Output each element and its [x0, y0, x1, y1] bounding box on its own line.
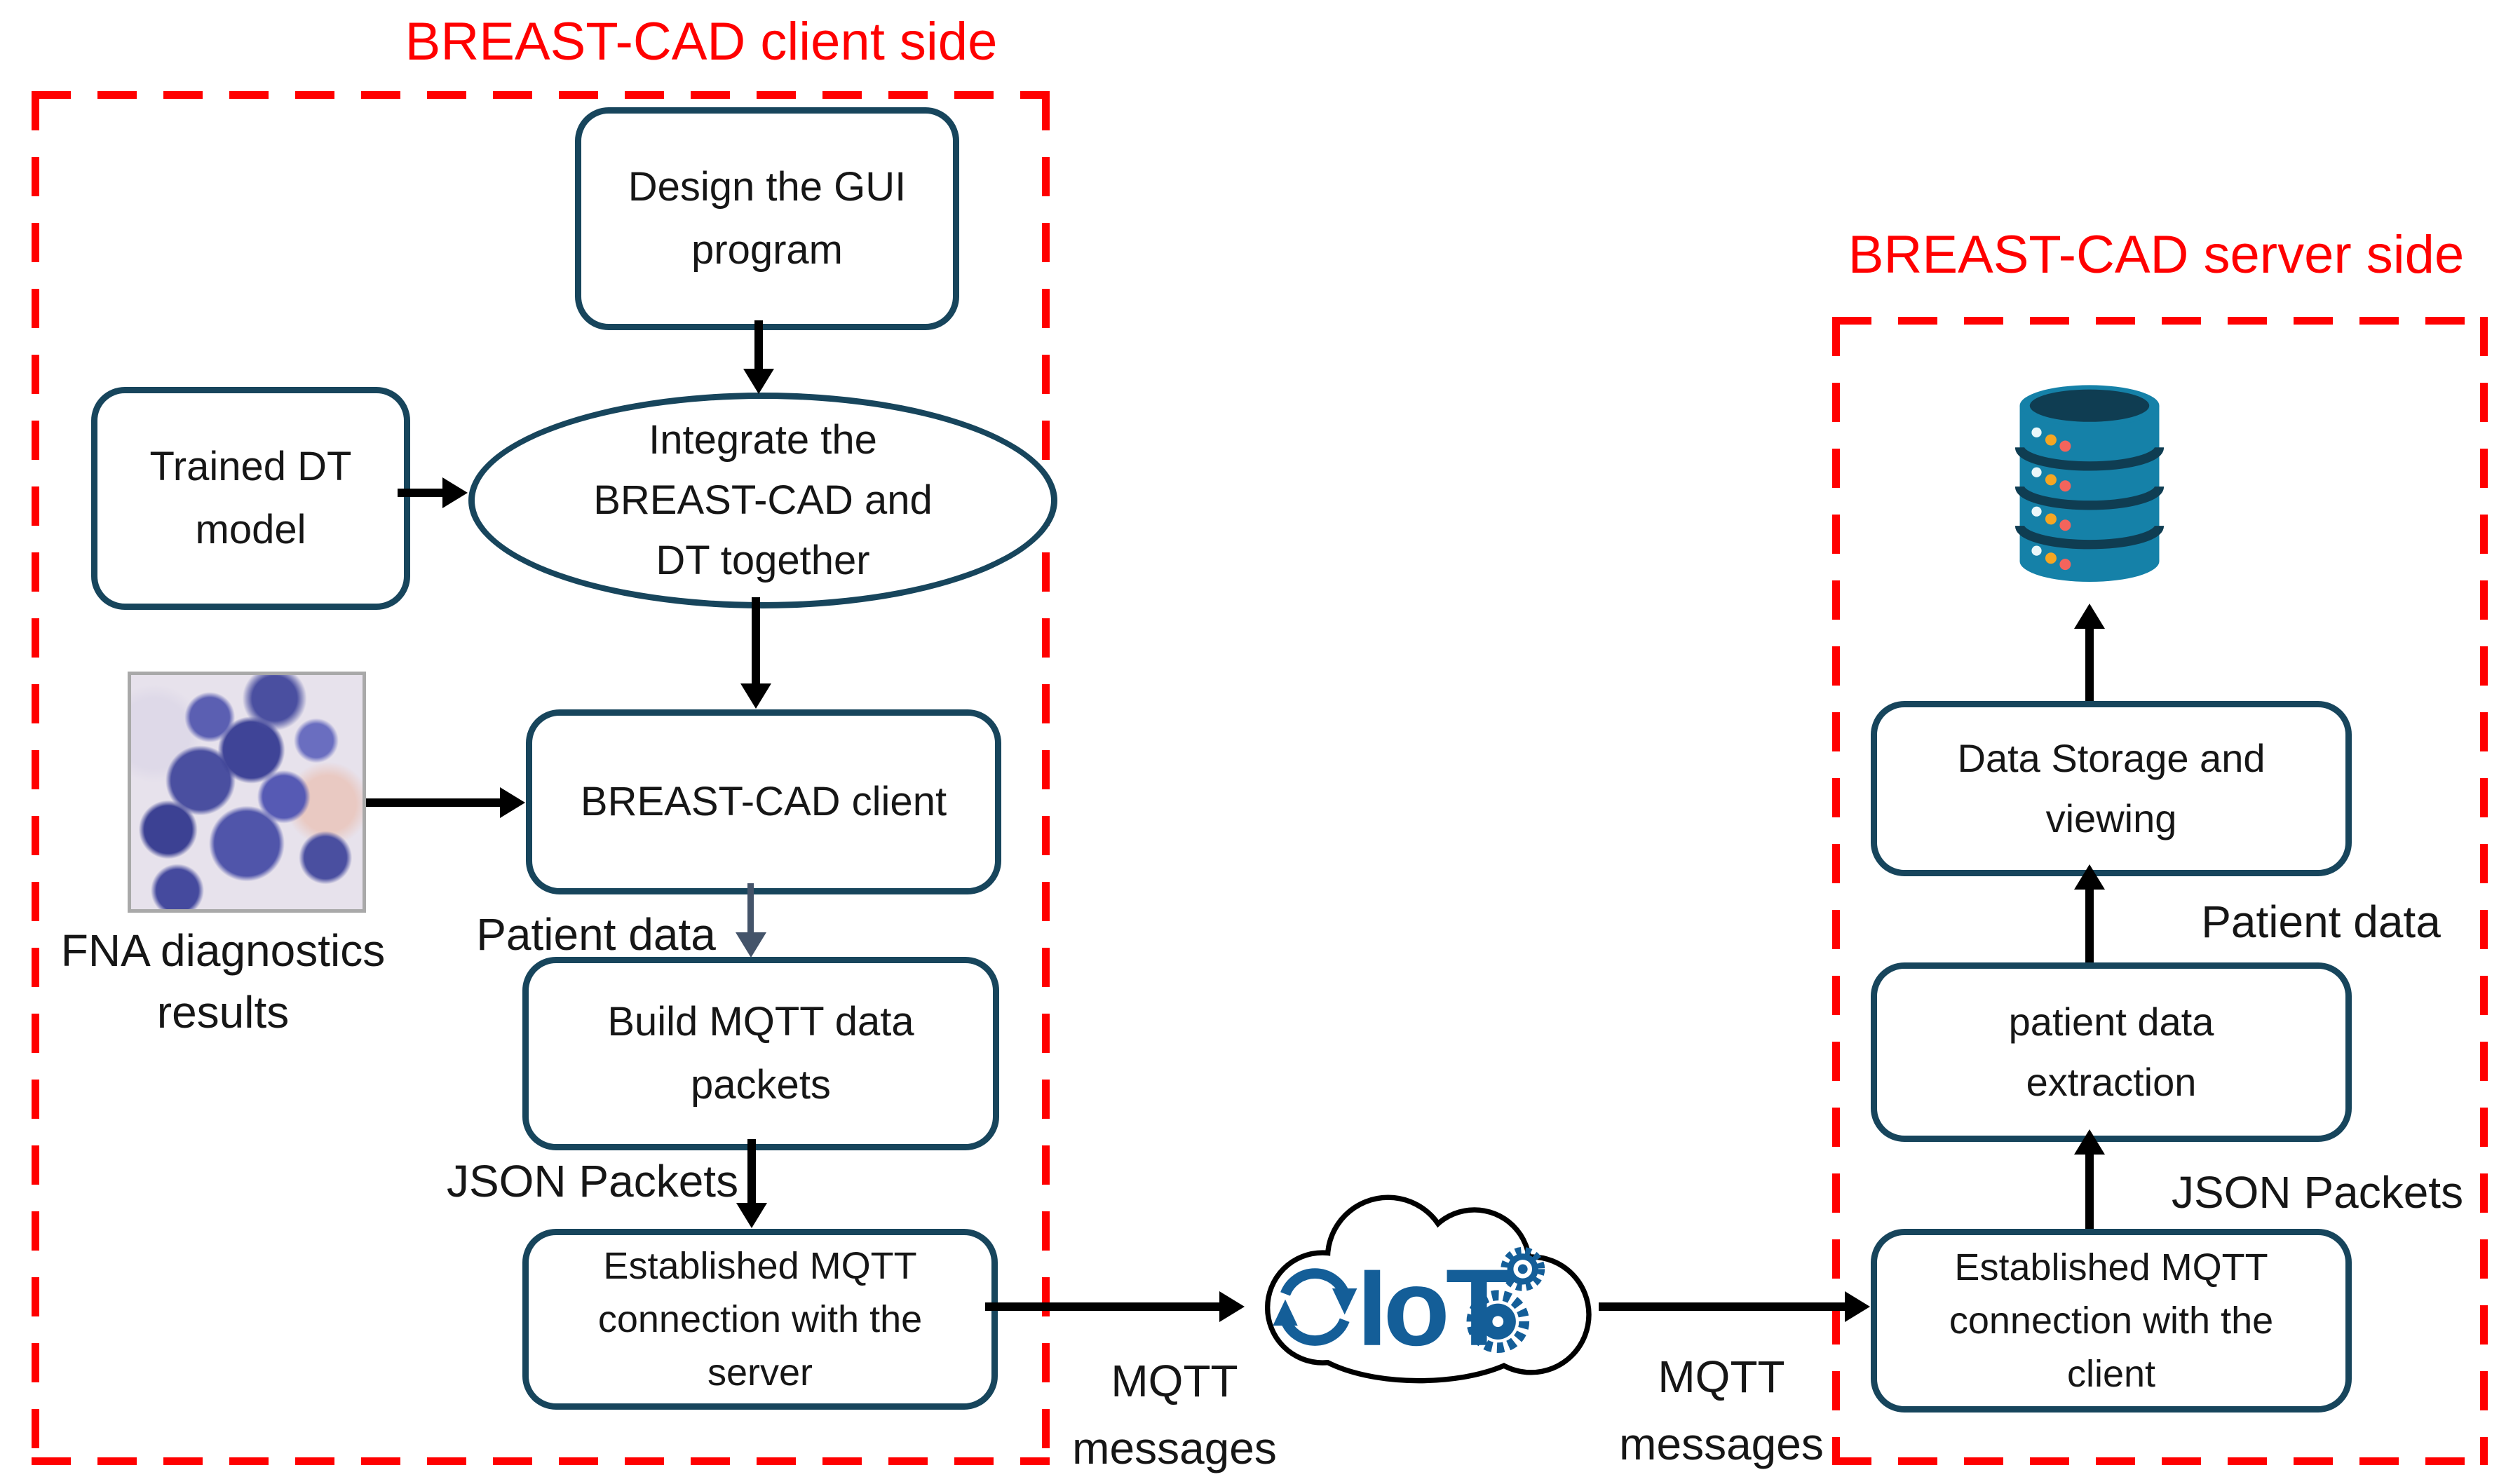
trained-dt-label-line1: Trained DT [149, 444, 352, 489]
build-mqtt-label-line1: Build MQTT data [607, 999, 914, 1044]
mqtt-right-line2: messages [1619, 1419, 1824, 1469]
established-server-label-line3: server [707, 1352, 813, 1394]
patient-extraction-node: patient data extraction [1871, 962, 2352, 1142]
mqtt-right-line1: MQTT [1658, 1352, 1785, 1402]
integrate-ellipse-node: Integrate the BREAST-CAD and DT together [468, 393, 1057, 608]
arrow-extraction-to-storage [2085, 889, 2094, 962]
mqtt-left-line1: MQTT [1111, 1356, 1238, 1406]
gears-icon [1466, 1246, 1545, 1354]
arrow-build-to-established [747, 1139, 756, 1204]
data-storage-label-line2: viewing [2045, 796, 2177, 840]
arrow-storage-to-database [2085, 628, 2094, 701]
arrow-established-to-cloud [985, 1302, 1220, 1311]
json-packets-label-server: JSON Packets [2171, 1167, 2464, 1218]
established-server-node: Established MQTT connection with the ser… [522, 1229, 998, 1410]
patient-data-label-server: Patient data [2201, 897, 2441, 947]
breast-cad-client-label: BREAST-CAD client [580, 779, 947, 824]
established-client-node: Established MQTT connection with the cli… [1871, 1229, 2352, 1412]
database-icon [2014, 385, 2165, 583]
arrow-cloud-to-server [1599, 1302, 1846, 1311]
established-client-label-line1: Established MQTT [1954, 1246, 2268, 1288]
patient-extraction-label-line1: patient data [2008, 1000, 2214, 1044]
database-led-dots [2031, 427, 2071, 571]
breast-cad-client-node: BREAST-CAD client [526, 709, 1001, 894]
json-packets-label-client: JSON Packets [446, 1156, 739, 1206]
trained-dt-label-line2: model [195, 507, 306, 552]
integrate-label-line3: DT together [656, 538, 870, 583]
arrow-traineddt-to-integrate [398, 489, 443, 497]
server-side-title: BREAST-CAD server side [1848, 225, 2465, 285]
arrow-fna-to-client [366, 798, 501, 807]
arrow-design-to-integrate [754, 320, 763, 369]
arrow-established-to-extraction [2085, 1154, 2094, 1229]
mqtt-messages-label-right: MQTT messages [1592, 1343, 1851, 1478]
arrow-client-to-build [747, 883, 754, 933]
patient-extraction-label-line2: extraction [2026, 1060, 2197, 1104]
established-client-label-line3: client [2066, 1353, 2156, 1395]
design-gui-label-line1: Design the GUI [628, 164, 907, 210]
data-storage-label-line1: Data Storage and [1957, 736, 2266, 780]
fna-caption-line2: results [156, 987, 290, 1037]
cloud-fill [1270, 1199, 1587, 1378]
arrow-integrate-to-client [752, 597, 760, 684]
established-client-label-line2: connection with the [1949, 1300, 2274, 1342]
build-mqtt-node: Build MQTT data packets [522, 957, 999, 1150]
integrate-label-line2: BREAST-CAD and [593, 477, 933, 523]
established-server-label-line2: connection with the [597, 1298, 923, 1340]
mqtt-messages-label-left: MQTT messages [1045, 1347, 1304, 1482]
data-storage-node: Data Storage and viewing [1871, 701, 2352, 876]
integrate-label-line1: Integrate the [649, 417, 877, 463]
sync-arrows-icon [1273, 1268, 1357, 1346]
patient-data-label-client: Patient data [476, 909, 716, 960]
established-server-label-line1: Established MQTT [603, 1245, 917, 1287]
iot-cloud-icon: IoT [1264, 1194, 1592, 1384]
mqtt-left-line2: messages [1072, 1423, 1277, 1473]
design-gui-node: Design the GUI program [575, 107, 959, 330]
trained-dt-node: Trained DT model [91, 387, 410, 610]
design-gui-label-line2: program [691, 227, 843, 273]
build-mqtt-label-line2: packets [691, 1062, 831, 1108]
fna-caption-line1: FNA diagnostics [60, 925, 386, 976]
client-side-title: BREAST-CAD client side [405, 12, 998, 72]
fna-caption: FNA diagnostics results [41, 920, 405, 1043]
fna-histology-image [128, 672, 366, 913]
